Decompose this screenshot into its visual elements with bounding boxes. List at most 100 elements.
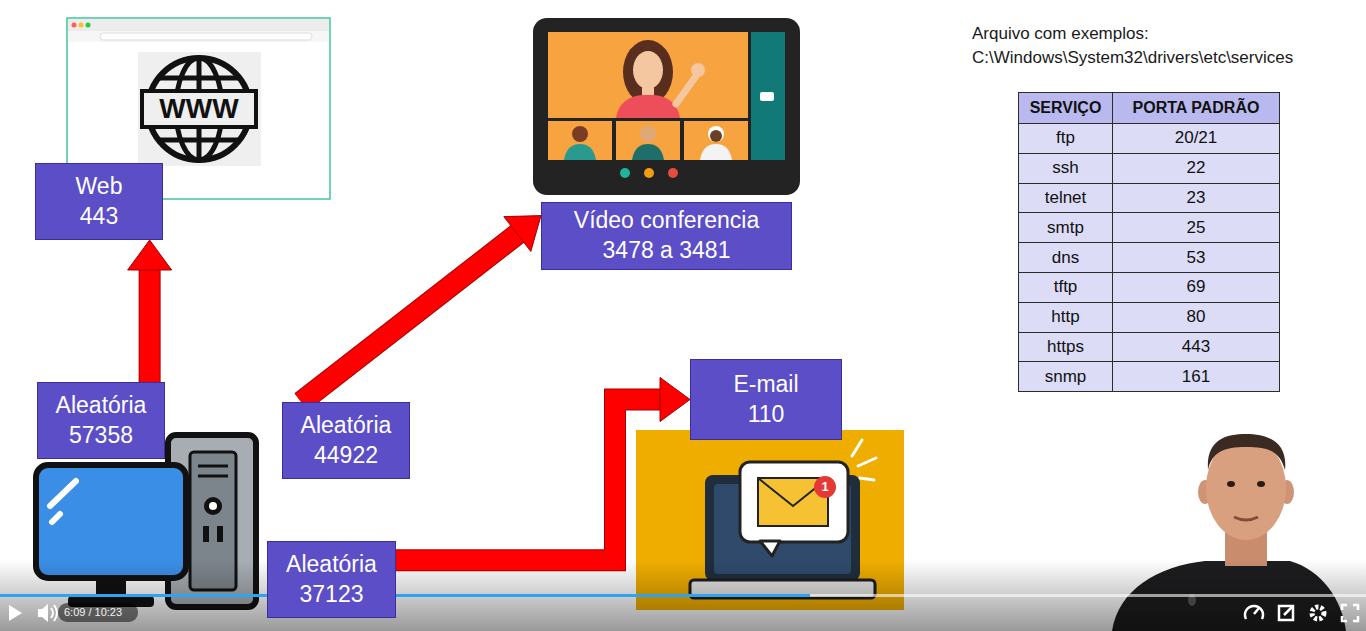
- service-name: Aleatória: [301, 411, 392, 441]
- table-cell: http: [1018, 302, 1113, 333]
- progress-remaining: [810, 594, 1366, 597]
- fullscreen-icon: [1342, 605, 1358, 621]
- table-cell: 53: [1112, 242, 1280, 273]
- hand: [691, 63, 705, 77]
- table-header: SERVIÇO: [1018, 92, 1113, 124]
- table-cell: 20/21: [1112, 123, 1280, 154]
- flow-arrow: [301, 216, 541, 402]
- player-gradient: [0, 560, 1366, 631]
- port-number: 44922: [314, 441, 378, 471]
- port-box: Aleatória57358: [37, 382, 165, 459]
- small-tile: [548, 121, 612, 160]
- note-text: Arquivo com exemplos: C:\Windows\System3…: [972, 22, 1352, 70]
- call-button: [620, 168, 630, 178]
- volume-wave: [51, 608, 53, 618]
- chat-icon: [760, 92, 774, 101]
- browser-frame: [67, 18, 330, 199]
- vent-line: [198, 465, 228, 468]
- arrow-head: [660, 378, 690, 422]
- globe-tile: [138, 52, 261, 166]
- table-cell: ssh: [1018, 153, 1113, 184]
- play-icon: [9, 605, 22, 621]
- port-box: Web443: [35, 163, 163, 240]
- service-name: Vídeo conferencia: [574, 206, 759, 236]
- table-cell: 443: [1112, 332, 1280, 363]
- table-cell: 22: [1112, 153, 1280, 184]
- call-button: [644, 168, 654, 178]
- presenter-hair: [1208, 434, 1285, 470]
- speech-bubble: [740, 462, 848, 542]
- volume-icon: [38, 604, 48, 622]
- player-controls: [0, 560, 1366, 631]
- volume-wave: [54, 605, 57, 621]
- flow-arrow: [396, 378, 690, 561]
- table-cell: telnet: [1018, 183, 1113, 214]
- port-box: Aleatória44922: [282, 402, 410, 479]
- table-cell: dns: [1018, 242, 1113, 273]
- person-face: [710, 130, 722, 142]
- person-body: [564, 144, 596, 160]
- service-name: Aleatória: [286, 550, 377, 580]
- table-cell: 25: [1112, 212, 1280, 243]
- progress-played: [0, 594, 810, 597]
- face: [633, 51, 663, 89]
- port-box: E-mail110: [690, 359, 842, 440]
- arm: [676, 76, 696, 104]
- port-number: 3478 a 3481: [603, 236, 731, 266]
- flow-arrow: [128, 240, 172, 382]
- port-box: Aleatória37123: [267, 541, 396, 618]
- globe-band: [142, 91, 256, 127]
- alert-ray: [852, 440, 862, 456]
- shirt: [616, 95, 680, 118]
- arrow-head: [128, 240, 172, 270]
- port-number: 443: [80, 202, 118, 232]
- drive-slot: [217, 526, 223, 542]
- window-dot: [79, 23, 84, 28]
- player-time: 6:09 / 10:23: [64, 605, 122, 619]
- port-number: 110: [748, 400, 785, 430]
- screen-glare: [50, 481, 76, 506]
- table-cell: 161: [1112, 361, 1280, 392]
- arrow-outline: [301, 233, 519, 402]
- bubble-tail: [760, 541, 780, 556]
- arrow-shaft: [140, 268, 160, 382]
- vent-line: [198, 475, 228, 478]
- main-tile: [548, 32, 748, 118]
- arrow-head: [504, 216, 541, 252]
- table-header: PORTA PADRÃO: [1112, 92, 1280, 124]
- arrow-shaft: [301, 233, 519, 402]
- presenter-mouth: [1234, 517, 1258, 520]
- drive-slot: [203, 526, 209, 542]
- arrow-outline: [139, 268, 161, 382]
- window-dot: [72, 23, 77, 28]
- globe-text: WWW: [159, 94, 238, 125]
- popout-arrow: [1284, 607, 1292, 615]
- person-body: [700, 144, 732, 160]
- browser-window: [67, 18, 330, 199]
- popout-icon: [1279, 606, 1293, 620]
- address-bar: [100, 33, 312, 40]
- small-tile: [684, 121, 748, 160]
- service-name: E-mail: [733, 370, 798, 400]
- table-cell: snmp: [1018, 361, 1113, 392]
- table-cell: https: [1018, 332, 1113, 363]
- person-head: [708, 126, 724, 142]
- alert-ray: [860, 478, 874, 480]
- video-tablet: [533, 18, 800, 195]
- window-dot: [86, 23, 91, 28]
- table-cell: smtp: [1018, 212, 1113, 243]
- badge-number: 1: [821, 480, 828, 494]
- person-head: [640, 126, 656, 142]
- chat-sidebar: [751, 32, 785, 160]
- port-number: 37123: [300, 580, 364, 610]
- time-patch: [58, 603, 138, 622]
- table-cell: 80: [1112, 302, 1280, 333]
- speed-icon: [1245, 606, 1263, 619]
- settings-icon: [1312, 607, 1324, 619]
- browser-toolbar: [68, 31, 329, 42]
